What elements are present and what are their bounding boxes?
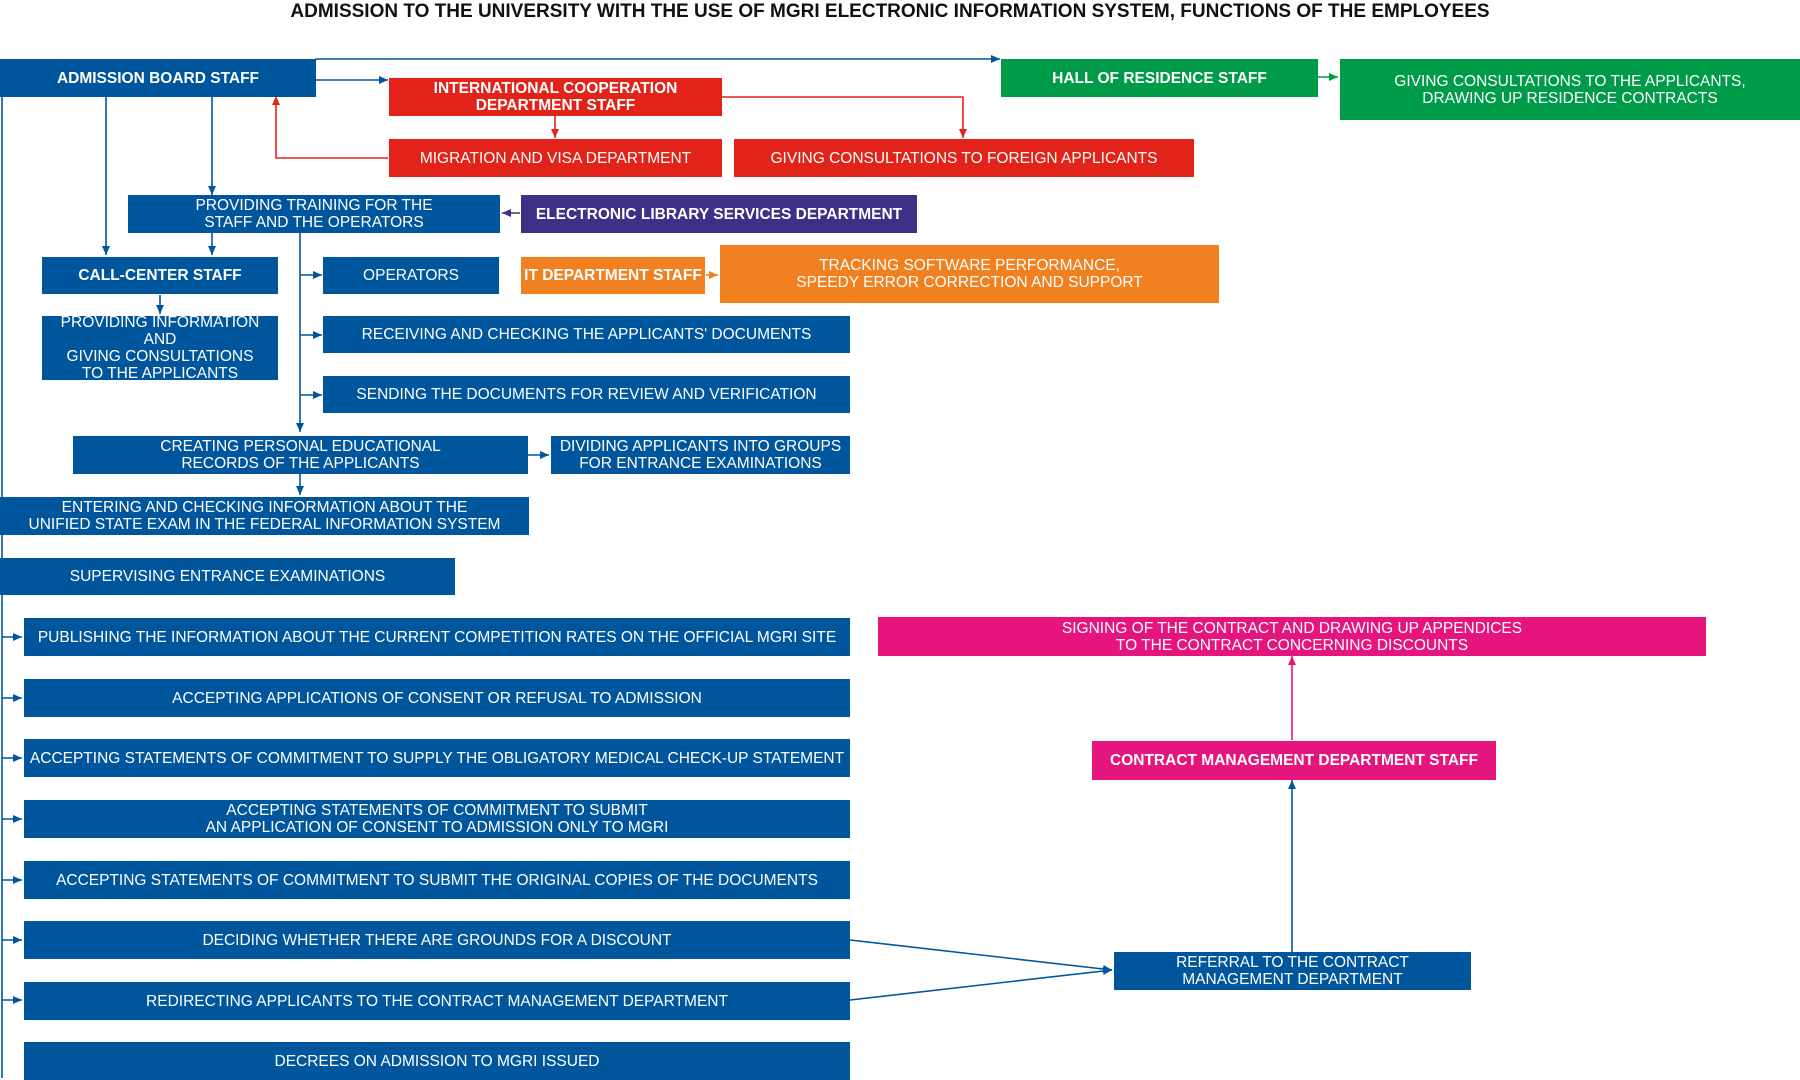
unified-exam-box: ENTERING AND CHECKING INFORMATION ABOUT … xyxy=(0,497,529,535)
operators-box: OPERATORS xyxy=(323,257,499,294)
personal-records-box: CREATING PERSONAL EDUCATIONAL RECORDS OF… xyxy=(73,436,528,474)
hall-of-residence-box: HALL OF RESIDENCE STAFF xyxy=(1001,59,1318,97)
redirecting-applicants-box: REDIRECTING APPLICANTS TO THE CONTRACT M… xyxy=(24,982,850,1020)
international-cooperation-box: INTERNATIONAL COOPERATION DEPARTMENT STA… xyxy=(389,78,722,116)
foreign-consultations-box: GIVING CONSULTATIONS TO FOREIGN APPLICAN… xyxy=(734,139,1194,177)
training-box: PROVIDING TRAINING FOR THE STAFF AND THE… xyxy=(128,195,500,233)
original-copies-box: ACCEPTING STATEMENTS OF COMMITMENT TO SU… xyxy=(24,861,850,899)
call-center-box: CALL-CENTER STAFF xyxy=(42,257,278,294)
sending-documents-box: SENDING THE DOCUMENTS FOR REVIEW AND VER… xyxy=(323,376,850,413)
connector-admission-to-hall xyxy=(315,55,1000,63)
dividing-groups-box: DIVIDING APPLICANTS INTO GROUPS FOR ENTR… xyxy=(551,436,850,474)
discount-grounds-box: DECIDING WHETHER THERE ARE GROUNDS FOR A… xyxy=(24,921,850,959)
providing-information-box: PROVIDING INFORMATION AND GIVING CONSULT… xyxy=(42,314,278,382)
consent-only-mgri-box: ACCEPTING STATEMENTS OF COMMITMENT TO SU… xyxy=(24,800,850,838)
it-tasks-box: TRACKING SOFTWARE PERFORMANCE, SPEEDY ER… xyxy=(720,245,1219,303)
migration-visa-box: MIGRATION AND VISA DEPARTMENT xyxy=(389,139,722,177)
it-department-box: IT DEPARTMENT STAFF xyxy=(521,257,705,294)
consent-refusal-box: ACCEPTING APPLICATIONS OF CONSENT OR REF… xyxy=(24,679,850,717)
connector-international-to-foreign xyxy=(722,96,967,138)
connector-redirecting-to-referral xyxy=(849,967,1113,1001)
medical-checkup-box: ACCEPTING STATEMENTS OF COMMITMENT TO SU… xyxy=(24,739,850,777)
signing-contract-box: SIGNING OF THE CONTRACT AND DRAWING UP A… xyxy=(878,617,1706,656)
electronic-library-box: ELECTRONIC LIBRARY SERVICES DEPARTMENT xyxy=(521,195,917,233)
connector-migration-to-admission xyxy=(272,96,388,159)
referral-contract-box: REFERRAL TO THE CONTRACT MANAGEMENT DEPA… xyxy=(1114,952,1471,990)
diagram-title: ADMISSION TO THE UNIVERSITY WITH THE USE… xyxy=(290,1,1490,22)
connector-discount-to-referral xyxy=(849,939,1113,973)
publishing-rates-box: PUBLISHING THE INFORMATION ABOUT THE CUR… xyxy=(24,618,850,656)
residence-consultations-box: GIVING CONSULTATIONS TO THE APPLICANTS, … xyxy=(1340,59,1800,120)
decrees-issued-box: DECREES ON ADMISSION TO MGRI ISSUED xyxy=(24,1042,850,1080)
contract-management-staff-box: CONTRACT MANAGEMENT DEPARTMENT STAFF xyxy=(1092,741,1496,780)
receiving-documents-box: RECEIVING AND CHECKING THE APPLICANTS' D… xyxy=(323,316,850,353)
supervising-exams-box: SUPERVISING ENTRANCE EXAMINATIONS xyxy=(0,558,455,595)
admission-board-staff-box: ADMISSION BOARD STAFF xyxy=(0,59,316,97)
